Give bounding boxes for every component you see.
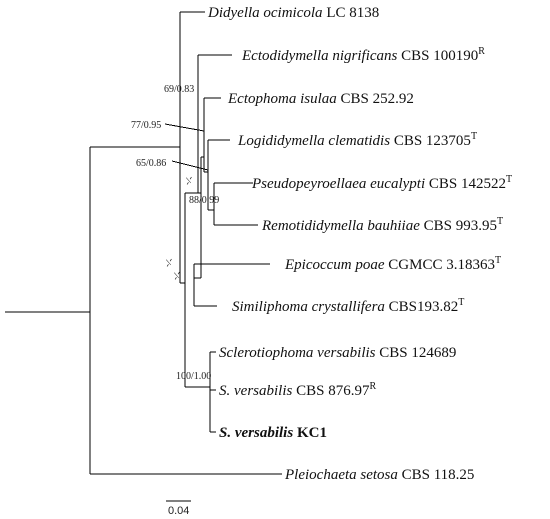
support-value-77: 77/0.95 <box>131 120 161 131</box>
taxon-label-pseudopeyroellaea: Pseudopeyroellaea eucalypti CBS 142522T <box>251 174 512 192</box>
scale-bar-label: 0.04 <box>168 505 189 517</box>
support-value-65: 65/0.86 <box>136 158 166 169</box>
taxon-label-pleiochaeta: Pleiochaeta setosa CBS 118.25 <box>284 467 474 483</box>
support-value-100: 100/1.00 <box>176 371 211 382</box>
taxon-label-ectodidymella: Ectodidymella nigrificans CBS 100190R <box>241 46 485 64</box>
taxon-label-sversabilis-ref: S. versabilis CBS 876.97R <box>219 381 376 399</box>
taxon-label-logididymella: Logididymella clematidis CBS 123705T <box>237 131 477 149</box>
taxon-label-sclerotiophoma: Sclerotiophoma versabilis CBS 124689 <box>219 345 456 361</box>
support-leader-65 <box>171 160 209 171</box>
taxon-label-sversabilis-kc1: S. versabilis KC1 <box>219 425 327 441</box>
support-value-69: 69/0.83 <box>164 84 194 95</box>
taxon-label-didyella: Didyella ocimicola LC 8138 <box>207 5 379 21</box>
support-value-dash-c: -/- <box>170 269 184 283</box>
support-value-dash-a: -/- <box>182 174 196 188</box>
taxon-label-ectophoma: Ectophoma isulaa CBS 252.92 <box>227 91 414 107</box>
support-value-dash-b: -/- <box>162 256 176 270</box>
taxon-label-remotididymella: Remotididymella bauhiiae CBS 993.95T <box>261 216 503 234</box>
taxon-label-epicoccum: Epicoccum poae CGMCC 3.18363T <box>284 255 501 273</box>
support-leader-77 <box>164 123 205 132</box>
taxon-label-similiphoma: Similiphoma crystallifera CBS193.82T <box>232 297 464 315</box>
support-value-88: 88/0.99 <box>189 195 219 206</box>
